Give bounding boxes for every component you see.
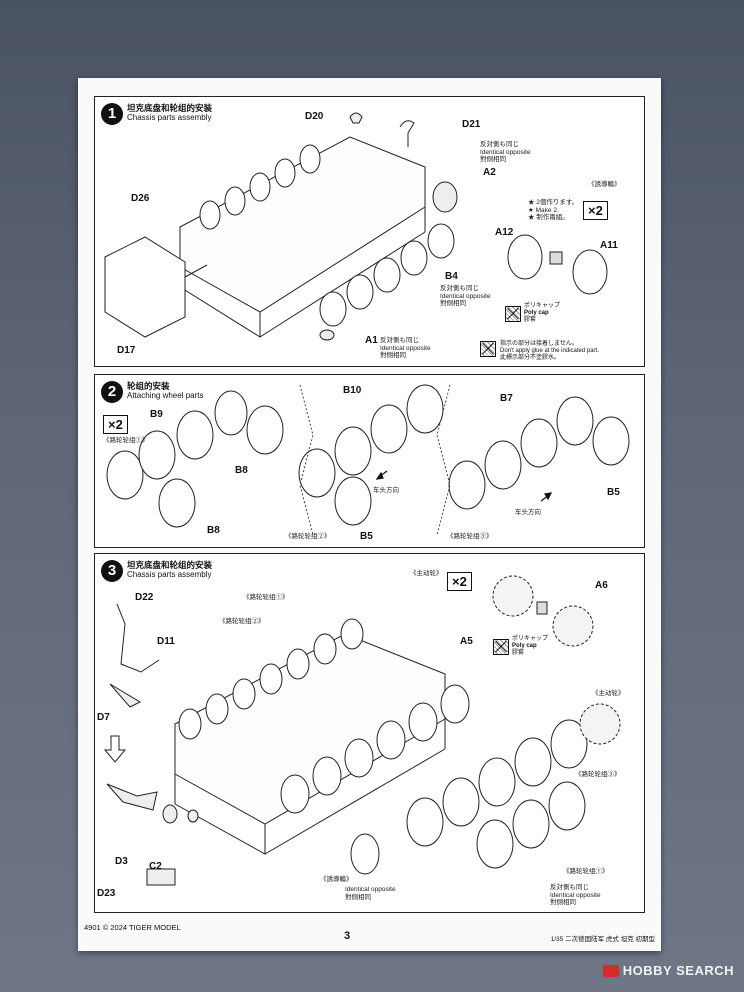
part-label: D17 bbox=[117, 345, 136, 356]
wheel-set-drawing bbox=[106, 384, 630, 536]
direction-label: 车头方向 bbox=[373, 487, 399, 494]
quantity-badge: ×2 bbox=[447, 572, 472, 591]
part-label: B10 bbox=[343, 385, 362, 396]
part-label: B5 bbox=[607, 487, 620, 498]
idler-label: 《誘導輪》 bbox=[320, 876, 353, 883]
no-glue-legend: 指示の部分は接着しません。Don't apply glue at the ind… bbox=[480, 341, 599, 362]
part-label: B7 bbox=[500, 393, 513, 404]
step-1-panel: 1 坦克底盘和轮组的安装 Chassis parts assembly bbox=[94, 96, 645, 367]
sprocket-label: 《主动轮》 bbox=[410, 570, 443, 577]
step-title-cn: 坦克底盘和轮组的安装 bbox=[127, 560, 213, 570]
group-label: 《路轮轮组③》 bbox=[447, 533, 493, 540]
hobby-search-logo-icon bbox=[602, 964, 619, 977]
group-label: 《路轮轮组③》 bbox=[575, 771, 621, 778]
page-number: 3 bbox=[344, 930, 351, 942]
chassis-wheels-drawing bbox=[103, 575, 621, 886]
watermark-text: HOBBY SEARCH bbox=[622, 963, 734, 978]
quantity-badge: ×2 bbox=[583, 201, 608, 220]
direction-label: 车头方向 bbox=[515, 509, 541, 516]
part-label: D11 bbox=[157, 636, 175, 647]
part-label: B4 bbox=[445, 271, 458, 282]
part-label: A5 bbox=[460, 636, 473, 647]
part-label: A1 bbox=[365, 335, 378, 346]
part-label: B8 bbox=[235, 465, 248, 476]
make-two-note: ★ 2個作ります。★ Make 2.★ 制作兩組。 bbox=[528, 199, 579, 221]
part-label: A2 bbox=[483, 167, 496, 178]
step-title-cn: 坦克底盘和轮组的安装 bbox=[127, 103, 213, 113]
part-label: D20 bbox=[305, 111, 324, 122]
part-label: A11 bbox=[600, 240, 618, 251]
part-label: B8 bbox=[207, 525, 220, 536]
chassis-drawing bbox=[104, 112, 608, 341]
part-label: D26 bbox=[131, 193, 150, 204]
step-2-panel: 2 轮组的安装 Attaching wheel parts bbox=[94, 374, 645, 548]
quantity-badge: ×2 bbox=[103, 415, 128, 434]
polycap-icon bbox=[505, 305, 521, 322]
no-glue-icon bbox=[480, 341, 496, 357]
step-title-cn: 轮组的安装 bbox=[127, 381, 170, 391]
part-label: D3 bbox=[115, 856, 128, 867]
watermark: HOBBY SEARCH bbox=[602, 963, 734, 978]
group-label: 《路轮轮组②》 bbox=[219, 618, 265, 625]
step-title-en: Attaching wheel parts bbox=[127, 391, 204, 400]
sprocket-label: 《主动轮》 bbox=[592, 690, 625, 697]
polycap-icon bbox=[493, 638, 509, 655]
group-label: 《路轮轮组①》 bbox=[243, 594, 289, 601]
step-3-panel: 3 坦克底盘和轮组的安装 Chassis parts assembly bbox=[94, 553, 645, 913]
group-label: 《路轮轮组①》 bbox=[103, 437, 149, 444]
part-label: D23 bbox=[97, 888, 116, 899]
part-label: B5 bbox=[360, 531, 373, 542]
step-number: 2 bbox=[101, 381, 123, 403]
step-number: 3 bbox=[101, 560, 123, 582]
step-title-en: Chassis parts assembly bbox=[127, 113, 212, 122]
part-label: B9 bbox=[150, 409, 163, 420]
guide-wheel-label: 《誘導輪》 bbox=[588, 181, 621, 188]
step-title-en: Chassis parts assembly bbox=[127, 570, 212, 579]
part-label: C2 bbox=[149, 861, 162, 872]
footer-copyright: 4901 © 2024 TIGER MODEL bbox=[84, 923, 181, 932]
step-number: 1 bbox=[101, 103, 123, 125]
group-label: 《路轮轮组②》 bbox=[285, 533, 331, 540]
part-label: D22 bbox=[135, 592, 154, 603]
part-label: D21 bbox=[462, 119, 481, 130]
group-label: 《路轮轮组①》 bbox=[563, 868, 609, 875]
part-label: D7 bbox=[97, 712, 110, 723]
footer-model-title: 1/35 二次德国陆军 虎式 坦克 初期型 bbox=[550, 936, 655, 943]
part-label: A12 bbox=[495, 227, 514, 238]
instruction-sheet: 1 坦克底盘和轮组的安装 Chassis parts assembly bbox=[78, 78, 661, 951]
part-label: A6 bbox=[595, 580, 608, 591]
